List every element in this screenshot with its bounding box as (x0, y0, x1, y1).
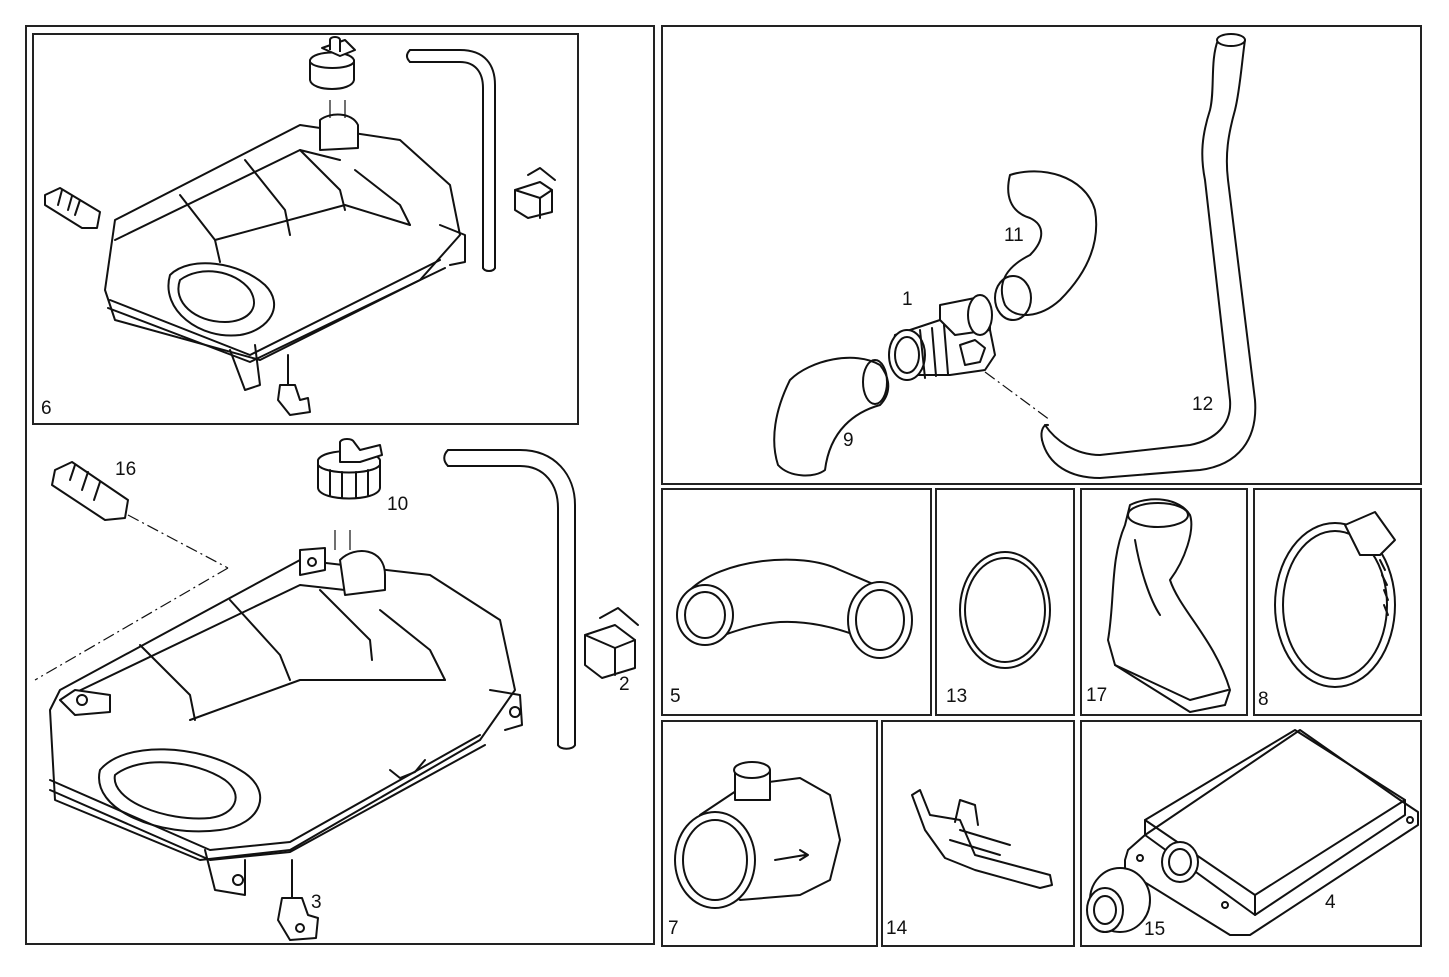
overflow-hose-small (406, 49, 496, 272)
hose-clip-small (514, 167, 556, 219)
level-sensor-small (277, 354, 311, 416)
part-label-2: 2 (619, 674, 630, 695)
part-label-14: 14 (886, 918, 908, 939)
overflow-hose-large (443, 449, 576, 750)
temp-sensor-small (44, 187, 101, 229)
hose-12 (1040, 33, 1257, 479)
part-label-3: 3 (311, 892, 322, 913)
part-label-12: 12 (1192, 394, 1214, 415)
part-label-5: 5 (670, 686, 681, 707)
hose-clamp-8 (1274, 511, 1396, 688)
filler-cap-small (309, 36, 356, 90)
expansion-tank-large (49, 530, 523, 896)
part-label-4: 4 (1325, 892, 1336, 913)
terminal-14 (911, 789, 1053, 889)
control-unit-4 (1124, 729, 1419, 936)
temp-sensor-large (34, 461, 229, 681)
filler-cap-large (317, 438, 383, 500)
level-sensor-large (277, 859, 319, 941)
part-label-6: 6 (41, 398, 52, 419)
part-label-13: 13 (946, 686, 968, 707)
part-label-17: 17 (1086, 685, 1108, 706)
hose-11 (994, 170, 1098, 321)
connector-15 (1086, 867, 1151, 933)
air-mass-meter-7 (674, 761, 841, 909)
hose-9 (773, 356, 890, 477)
expansion-tank-small (104, 100, 466, 391)
part-label-10: 10 (387, 494, 409, 515)
part-label-8: 8 (1258, 689, 1269, 710)
part-label-16: 16 (115, 459, 137, 480)
panel-14 (881, 720, 1075, 947)
elbow-hose-5 (676, 558, 913, 659)
hose-clip-large (584, 607, 639, 679)
connector-1 (888, 294, 1051, 421)
part-label-7: 7 (668, 918, 679, 939)
o-ring-13 (959, 551, 1051, 669)
part-label-9: 9 (843, 430, 854, 451)
intake-duct-17 (1107, 498, 1231, 713)
part-label-11: 11 (1004, 225, 1024, 246)
part-label-15: 15 (1144, 919, 1166, 940)
panel-13 (935, 488, 1075, 716)
part-label-1: 1 (902, 289, 913, 310)
panel-8 (1253, 488, 1422, 716)
